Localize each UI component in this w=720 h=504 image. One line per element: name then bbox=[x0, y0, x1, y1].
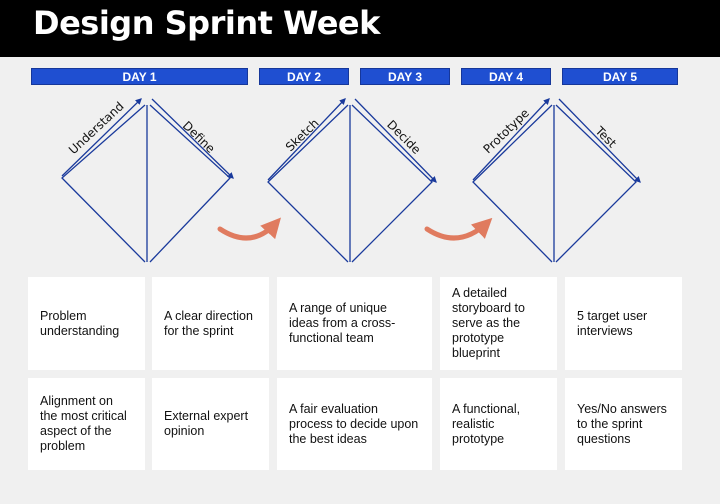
outcome-card-day3-decide: A fair evaluation process to decide upon… bbox=[277, 378, 432, 470]
outcome-card-day2-sketch: A range of unique ideas from a cross-fun… bbox=[277, 277, 432, 370]
sketch-arrow bbox=[267, 98, 346, 181]
outcome-card-day1-understand: Problem understanding bbox=[28, 277, 145, 370]
outcome-card-day1-understand-2: Alignment on the most critical aspect of… bbox=[28, 378, 145, 470]
day-4-bar: DAY 4 bbox=[461, 68, 551, 85]
phase-label-decide: Decide bbox=[384, 118, 423, 157]
outcome-text: A functional, realistic prototype bbox=[452, 401, 521, 446]
day-3-bar: DAY 3 bbox=[360, 68, 450, 85]
transition-arrow-2 bbox=[424, 217, 493, 241]
decide-arrow bbox=[354, 98, 437, 183]
page-title: Design Sprint Week bbox=[33, 4, 380, 42]
diamond-2 bbox=[267, 104, 433, 263]
day-1-bar: DAY 1 bbox=[31, 68, 248, 85]
prototype-arrow bbox=[472, 98, 550, 181]
understand-arrow bbox=[61, 98, 142, 177]
page-header: Design Sprint Week bbox=[0, 0, 720, 57]
outcome-text: 5 target user interviews bbox=[577, 308, 648, 338]
diamond-diagram: Understand Define Sketch Decide Prototyp… bbox=[61, 98, 641, 263]
transition-arrow-1 bbox=[217, 217, 281, 241]
define-arrow bbox=[151, 98, 234, 179]
test-arrow bbox=[558, 98, 641, 183]
outcome-text: Alignment on the most critical aspect of… bbox=[40, 394, 127, 453]
outcome-text: External expert opinion bbox=[164, 409, 249, 438]
outcome-card-day4-prototype-2: A functional, realistic prototype bbox=[440, 378, 557, 470]
outcome-card-day4-prototype: A detailed storyboard to serve as the pr… bbox=[440, 277, 557, 370]
outcome-text: A range of unique ideas from a cross-fun… bbox=[289, 301, 396, 345]
day-5-bar: DAY 5 bbox=[562, 68, 678, 85]
outcome-text: Yes/No answers to the sprint questions bbox=[577, 401, 667, 446]
outcome-text: A detailed storyboard to serve as the pr… bbox=[452, 286, 525, 360]
day-2-bar: DAY 2 bbox=[259, 68, 349, 85]
outcome-text: A clear direction for the sprint bbox=[164, 308, 253, 338]
phase-label-test: Test bbox=[592, 123, 620, 151]
outcome-card-day5-test: 5 target user interviews bbox=[565, 277, 682, 370]
outcome-text: Problem understanding bbox=[40, 308, 120, 338]
outcome-card-day1-define: A clear direction for the sprint bbox=[152, 277, 269, 370]
outcome-card-day5-test-2: Yes/No answers to the sprint questions bbox=[565, 378, 682, 470]
outcome-card-day1-define-2: External expert opinion bbox=[152, 378, 269, 470]
outcome-text: A fair evaluation process to decide upon… bbox=[289, 401, 419, 446]
